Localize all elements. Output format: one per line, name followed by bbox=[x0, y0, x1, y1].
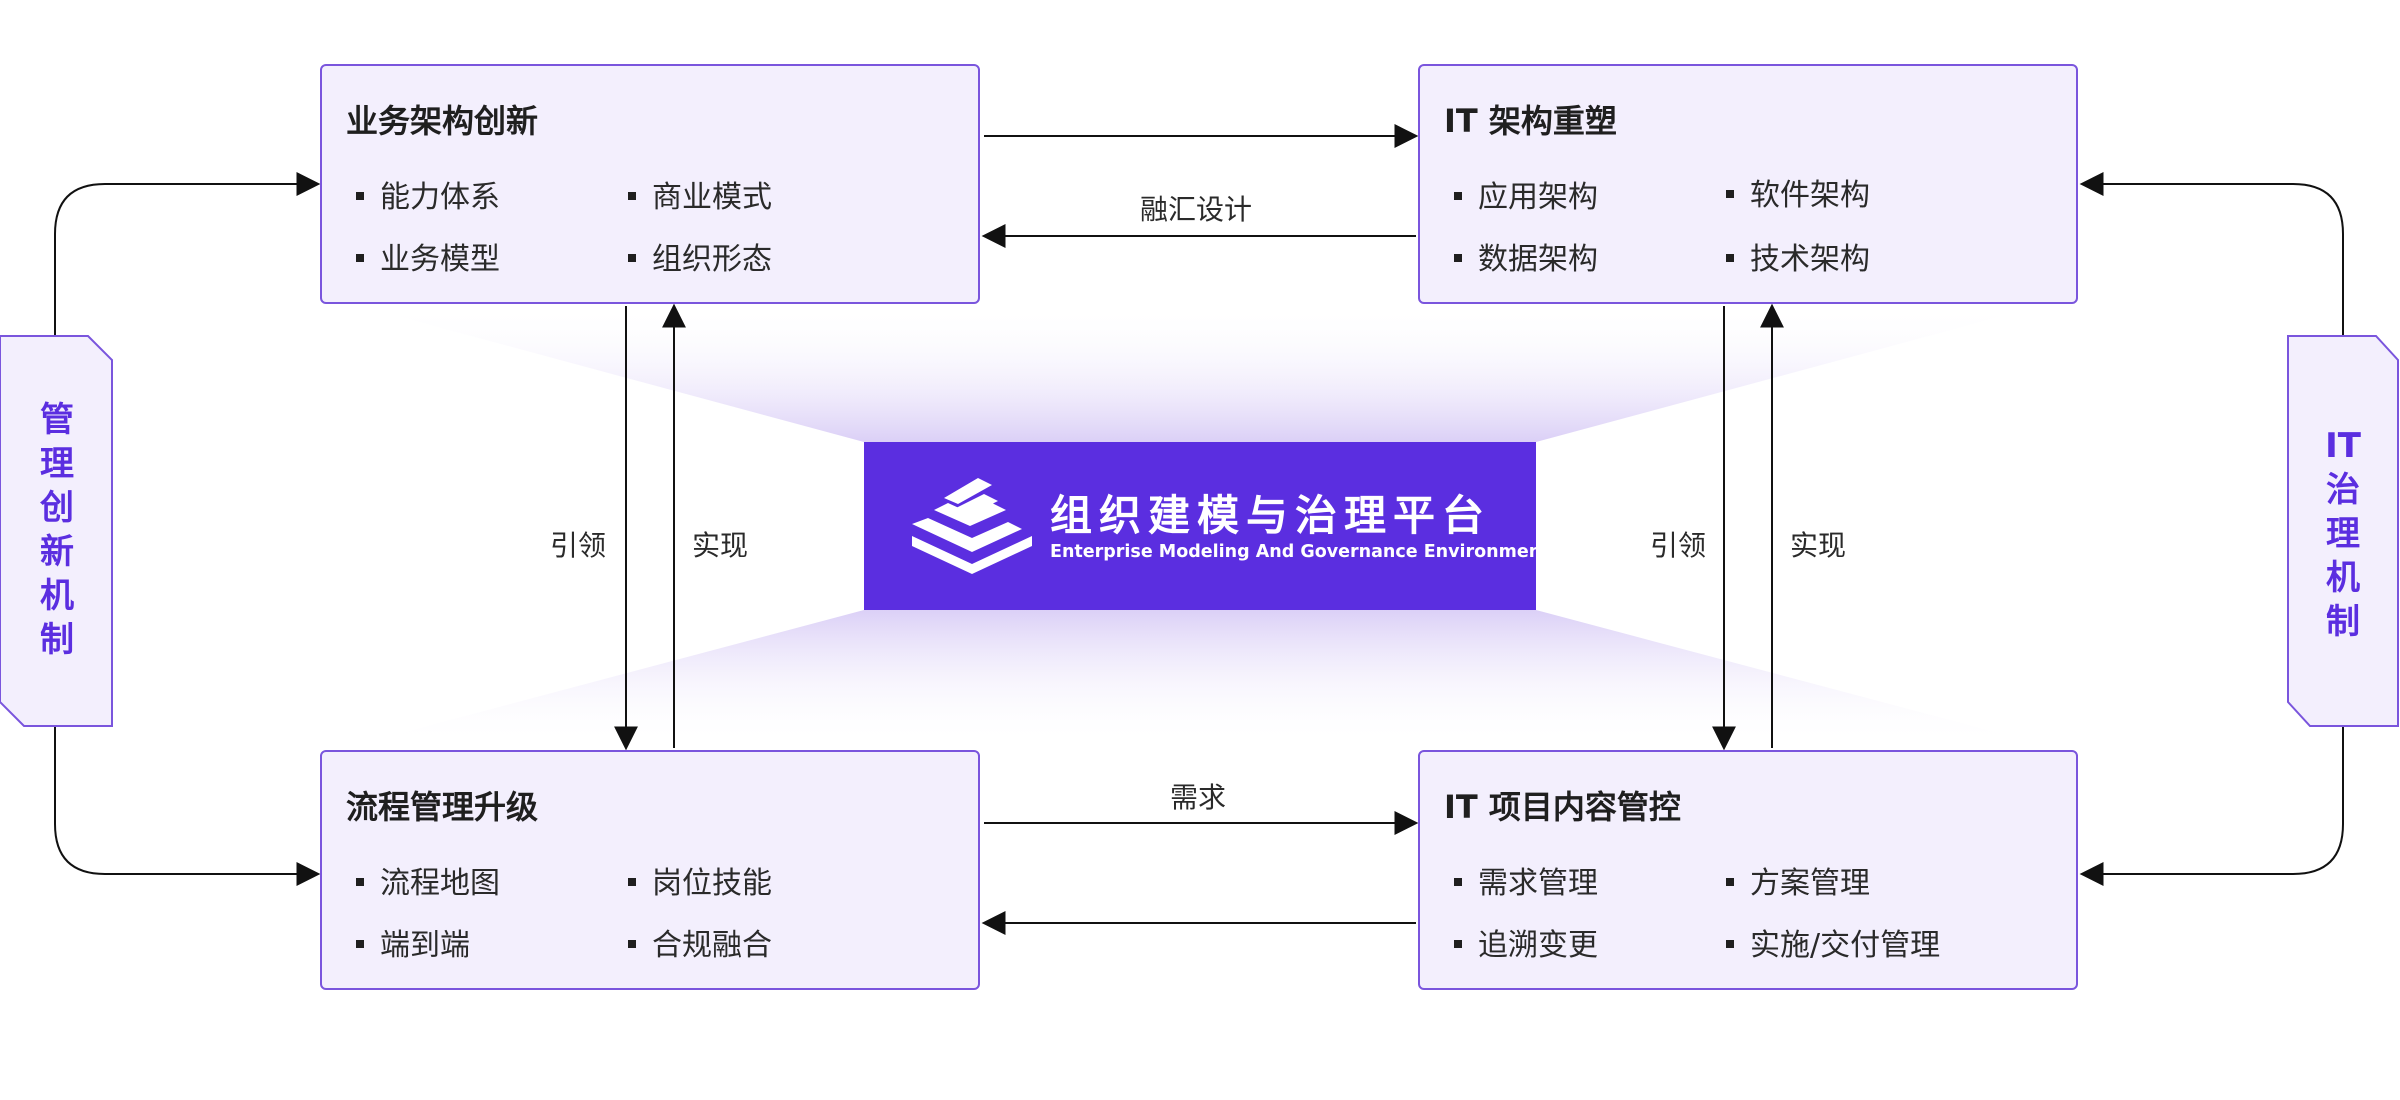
platform-subtitle: Enterprise Modeling And Governance Envir… bbox=[1050, 542, 1550, 562]
it-architecture-title: IT 架构重塑 bbox=[1444, 102, 1617, 140]
label-realize-left: 实现 bbox=[692, 529, 749, 562]
bullet-icon bbox=[628, 191, 636, 200]
bullet-icon bbox=[1726, 253, 1734, 262]
arrow-right-tab-to-it-project bbox=[2079, 726, 2344, 886]
right-governance-tab: IT 治 理 机 制 bbox=[2286, 336, 2400, 726]
arrow-left-tab-to-business bbox=[54, 172, 321, 336]
bullet-icon bbox=[628, 939, 636, 948]
it-project-item-solutions: 方案管理 bbox=[1726, 858, 1870, 902]
left-tab-shape bbox=[0, 335, 113, 727]
it-arch-item-data: 数据架构 bbox=[1454, 234, 1598, 278]
left-tab-text: 管 理 创 新 机 制 bbox=[40, 400, 74, 660]
bullet-icon bbox=[1726, 877, 1734, 886]
platform-logo-icon bbox=[912, 478, 1032, 574]
process-item-skills: 岗位技能 bbox=[628, 858, 772, 902]
it-project-item-delivery: 实施/交付管理 bbox=[1726, 920, 1940, 964]
it-project-box: IT 项目内容管控 需求管理 方案管理 追溯变更 实施/交付管理 bbox=[1418, 750, 2078, 990]
label-fusion-design: 融汇设计 bbox=[1140, 193, 1253, 226]
business-architecture-title: 业务架构创新 bbox=[346, 102, 539, 140]
process-item-compliance: 合规融合 bbox=[628, 920, 772, 964]
bullet-icon bbox=[356, 939, 364, 948]
bullet-icon bbox=[1454, 877, 1462, 886]
bullet-icon bbox=[1454, 939, 1462, 948]
bullet-icon bbox=[356, 191, 364, 200]
bullet-icon bbox=[628, 253, 636, 262]
process-item-map: 流程地图 bbox=[356, 858, 500, 902]
right-tab-shape bbox=[2287, 335, 2399, 727]
it-architecture-box: IT 架构重塑 应用架构 软件架构 数据架构 技术架构 bbox=[1418, 64, 2078, 304]
business-architecture-box: 业务架构创新 能力体系 商业模式 业务模型 组织形态 bbox=[320, 64, 980, 304]
bullet-icon bbox=[356, 253, 364, 262]
business-item-organization: 组织形态 bbox=[628, 234, 772, 278]
process-management-box: 流程管理升级 流程地图 岗位技能 端到端 合规融合 bbox=[320, 750, 980, 990]
business-item-operation-model: 业务模型 bbox=[356, 234, 500, 278]
process-management-title: 流程管理升级 bbox=[346, 788, 539, 826]
label-realize-right: 实现 bbox=[1790, 529, 1847, 562]
label-requirement: 需求 bbox=[1170, 781, 1227, 814]
label-lead-right: 引领 bbox=[1650, 529, 1707, 562]
bullet-icon bbox=[356, 877, 364, 886]
platform-title: 组织建模与治理平台 bbox=[1050, 491, 1492, 540]
it-arch-item-application: 应用架构 bbox=[1454, 172, 1598, 216]
arrow-left-tab-to-process bbox=[54, 726, 321, 886]
it-project-title: IT 项目内容管控 bbox=[1444, 788, 1681, 826]
it-project-item-traceability: 追溯变更 bbox=[1454, 920, 1598, 964]
right-tab-text: IT 治 理 机 制 bbox=[2325, 426, 2361, 642]
bullet-icon bbox=[1454, 253, 1462, 262]
arrow-right-tab-to-it-arch bbox=[2079, 172, 2344, 336]
bullet-icon bbox=[1454, 191, 1462, 200]
it-arch-item-technology: 技术架构 bbox=[1726, 234, 1870, 278]
top-glow bbox=[360, 306, 2040, 442]
business-item-capability: 能力体系 bbox=[356, 172, 500, 216]
bottom-glow bbox=[360, 610, 2040, 744]
label-lead-left: 引领 bbox=[550, 529, 607, 562]
process-item-end-to-end: 端到端 bbox=[356, 920, 470, 964]
bullet-icon bbox=[1726, 939, 1734, 948]
it-arch-item-software: 软件架构 bbox=[1726, 170, 1870, 214]
business-item-business-model: 商业模式 bbox=[628, 172, 772, 216]
bullet-icon bbox=[628, 877, 636, 886]
it-project-item-requirements: 需求管理 bbox=[1454, 858, 1598, 902]
bullet-icon bbox=[1726, 189, 1734, 198]
platform-banner: 组织建模与治理平台 Enterprise Modeling And Govern… bbox=[864, 442, 1550, 610]
left-governance-tab: 管 理 创 新 机 制 bbox=[0, 336, 114, 726]
